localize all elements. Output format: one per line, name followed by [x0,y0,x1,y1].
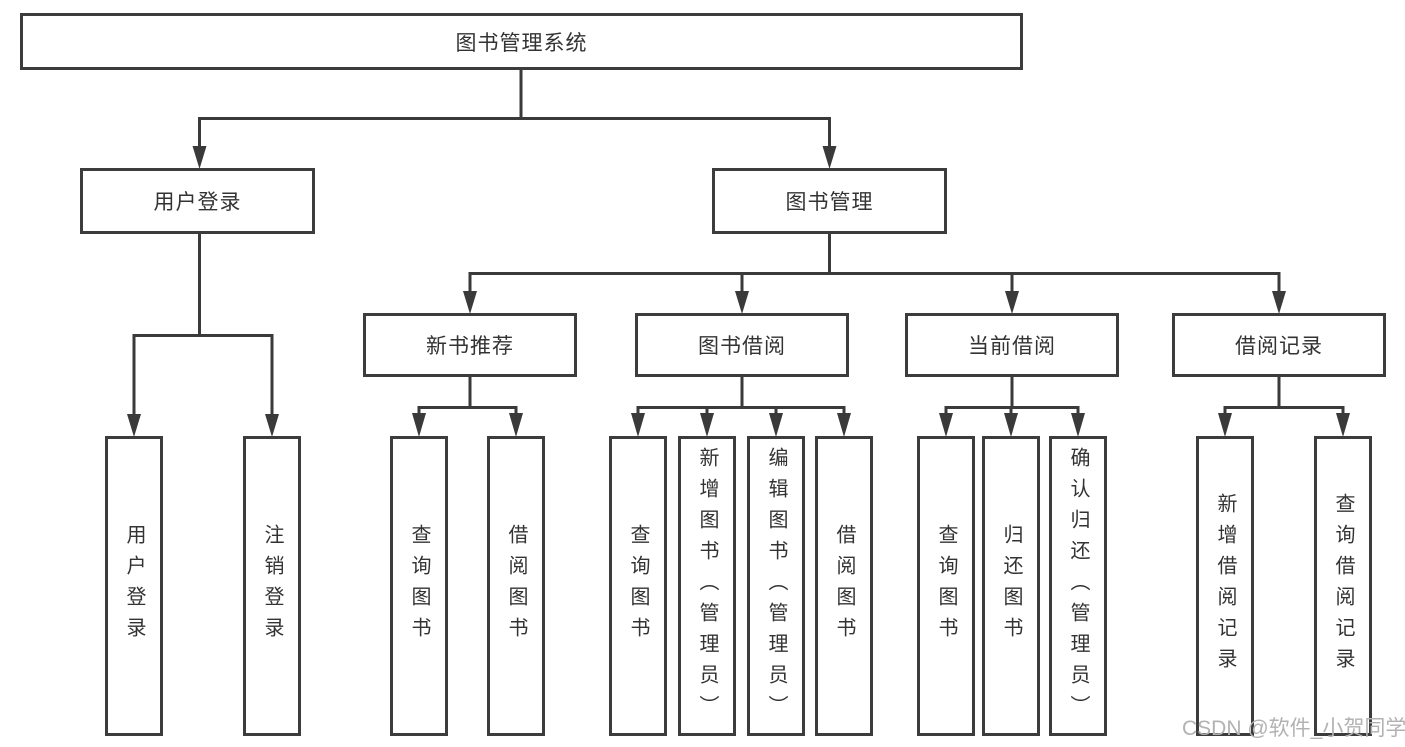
arrowhead-leaf4 [509,413,523,437]
leaf-query-book-borrow: 查询图书 [609,436,667,736]
node-book-management: 图书管理 [712,168,947,234]
node-system-root: 图书管理系统 [20,13,1023,70]
arrowhead-book-mgmt [822,146,837,169]
arrowhead-l3a [463,291,477,314]
node-label: 新增借阅记录 [1214,493,1236,679]
leaf-return-book: 归还图书 [982,436,1040,736]
node-book-borrow: 图书借阅 [635,313,849,377]
leaf-add-borrow-record: 新增借阅记录 [1196,436,1254,736]
arrowhead-l3c [1005,291,1019,314]
arrowhead-leaf7 [769,413,783,437]
leaf-logout: 注销登录 [243,436,301,736]
leaf-query-book-recommend: 查询图书 [390,436,448,736]
arrowhead-leaf12 [1218,413,1232,437]
arrowhead-leaf6 [700,413,714,437]
node-label: 当前借阅 [968,335,1056,358]
node-label: 图书管理系统 [455,31,588,55]
arrowhead-user-login [192,146,207,169]
arrowhead-leaf10 [1004,413,1018,437]
arrowhead-leaf13 [1336,413,1350,437]
node-label: 编辑图书（管理员） [765,446,787,726]
node-label: 新增图书（管理员） [696,446,718,726]
node-label: 注销登录 [261,524,283,648]
leaf-user-login: 用户登录 [105,436,163,736]
leaf-query-borrow-record: 查询借阅记录 [1314,436,1372,736]
leaf-confirm-return-admin: 确认归还（管理员） [1049,436,1107,736]
leaf-add-book-admin: 新增图书（管理员） [678,436,736,736]
arrowhead-leaf2 [265,414,279,437]
node-user-login: 用户登录 [80,168,315,234]
arrowhead-leaf5 [631,413,645,437]
node-label: 用户登录 [153,191,242,214]
arrowhead-leaf8 [837,413,851,437]
node-label: 确认归还（管理员） [1067,446,1089,726]
node-borrow-record: 借阅记录 [1172,313,1386,377]
leaf-query-book-current: 查询图书 [917,436,975,736]
arrowhead-leaf9 [939,413,953,437]
arrowhead-leaf11 [1071,413,1085,437]
arrowhead-leaf3 [412,413,426,437]
node-label: 新书推荐 [426,335,514,358]
leaf-borrow-book-recommend: 借阅图书 [487,436,545,736]
node-label: 查询图书 [935,524,957,648]
arrowhead-leaf1 [127,414,141,437]
node-label: 借阅记录 [1235,335,1323,358]
node-new-book-recommend: 新书推荐 [363,313,577,377]
csdn-watermark: CSDN @软件_小贺同学 [1182,717,1405,740]
arrowhead-l3d [1272,291,1286,314]
node-label: 查询借阅记录 [1332,493,1354,679]
arrowhead-l3b [735,291,749,314]
node-label: 用户登录 [123,524,145,648]
node-label: 查询图书 [408,524,430,648]
node-label: 查询图书 [627,524,649,648]
leaf-borrow-book: 借阅图书 [815,436,873,736]
node-label: 借阅图书 [505,524,527,648]
leaf-edit-book-admin: 编辑图书（管理员） [747,436,805,736]
node-label: 借阅图书 [833,524,855,648]
node-current-borrow: 当前借阅 [905,313,1119,377]
node-label: 图书借阅 [698,335,786,358]
node-label: 归还图书 [1000,524,1022,648]
node-label: 图书管理 [785,191,874,214]
